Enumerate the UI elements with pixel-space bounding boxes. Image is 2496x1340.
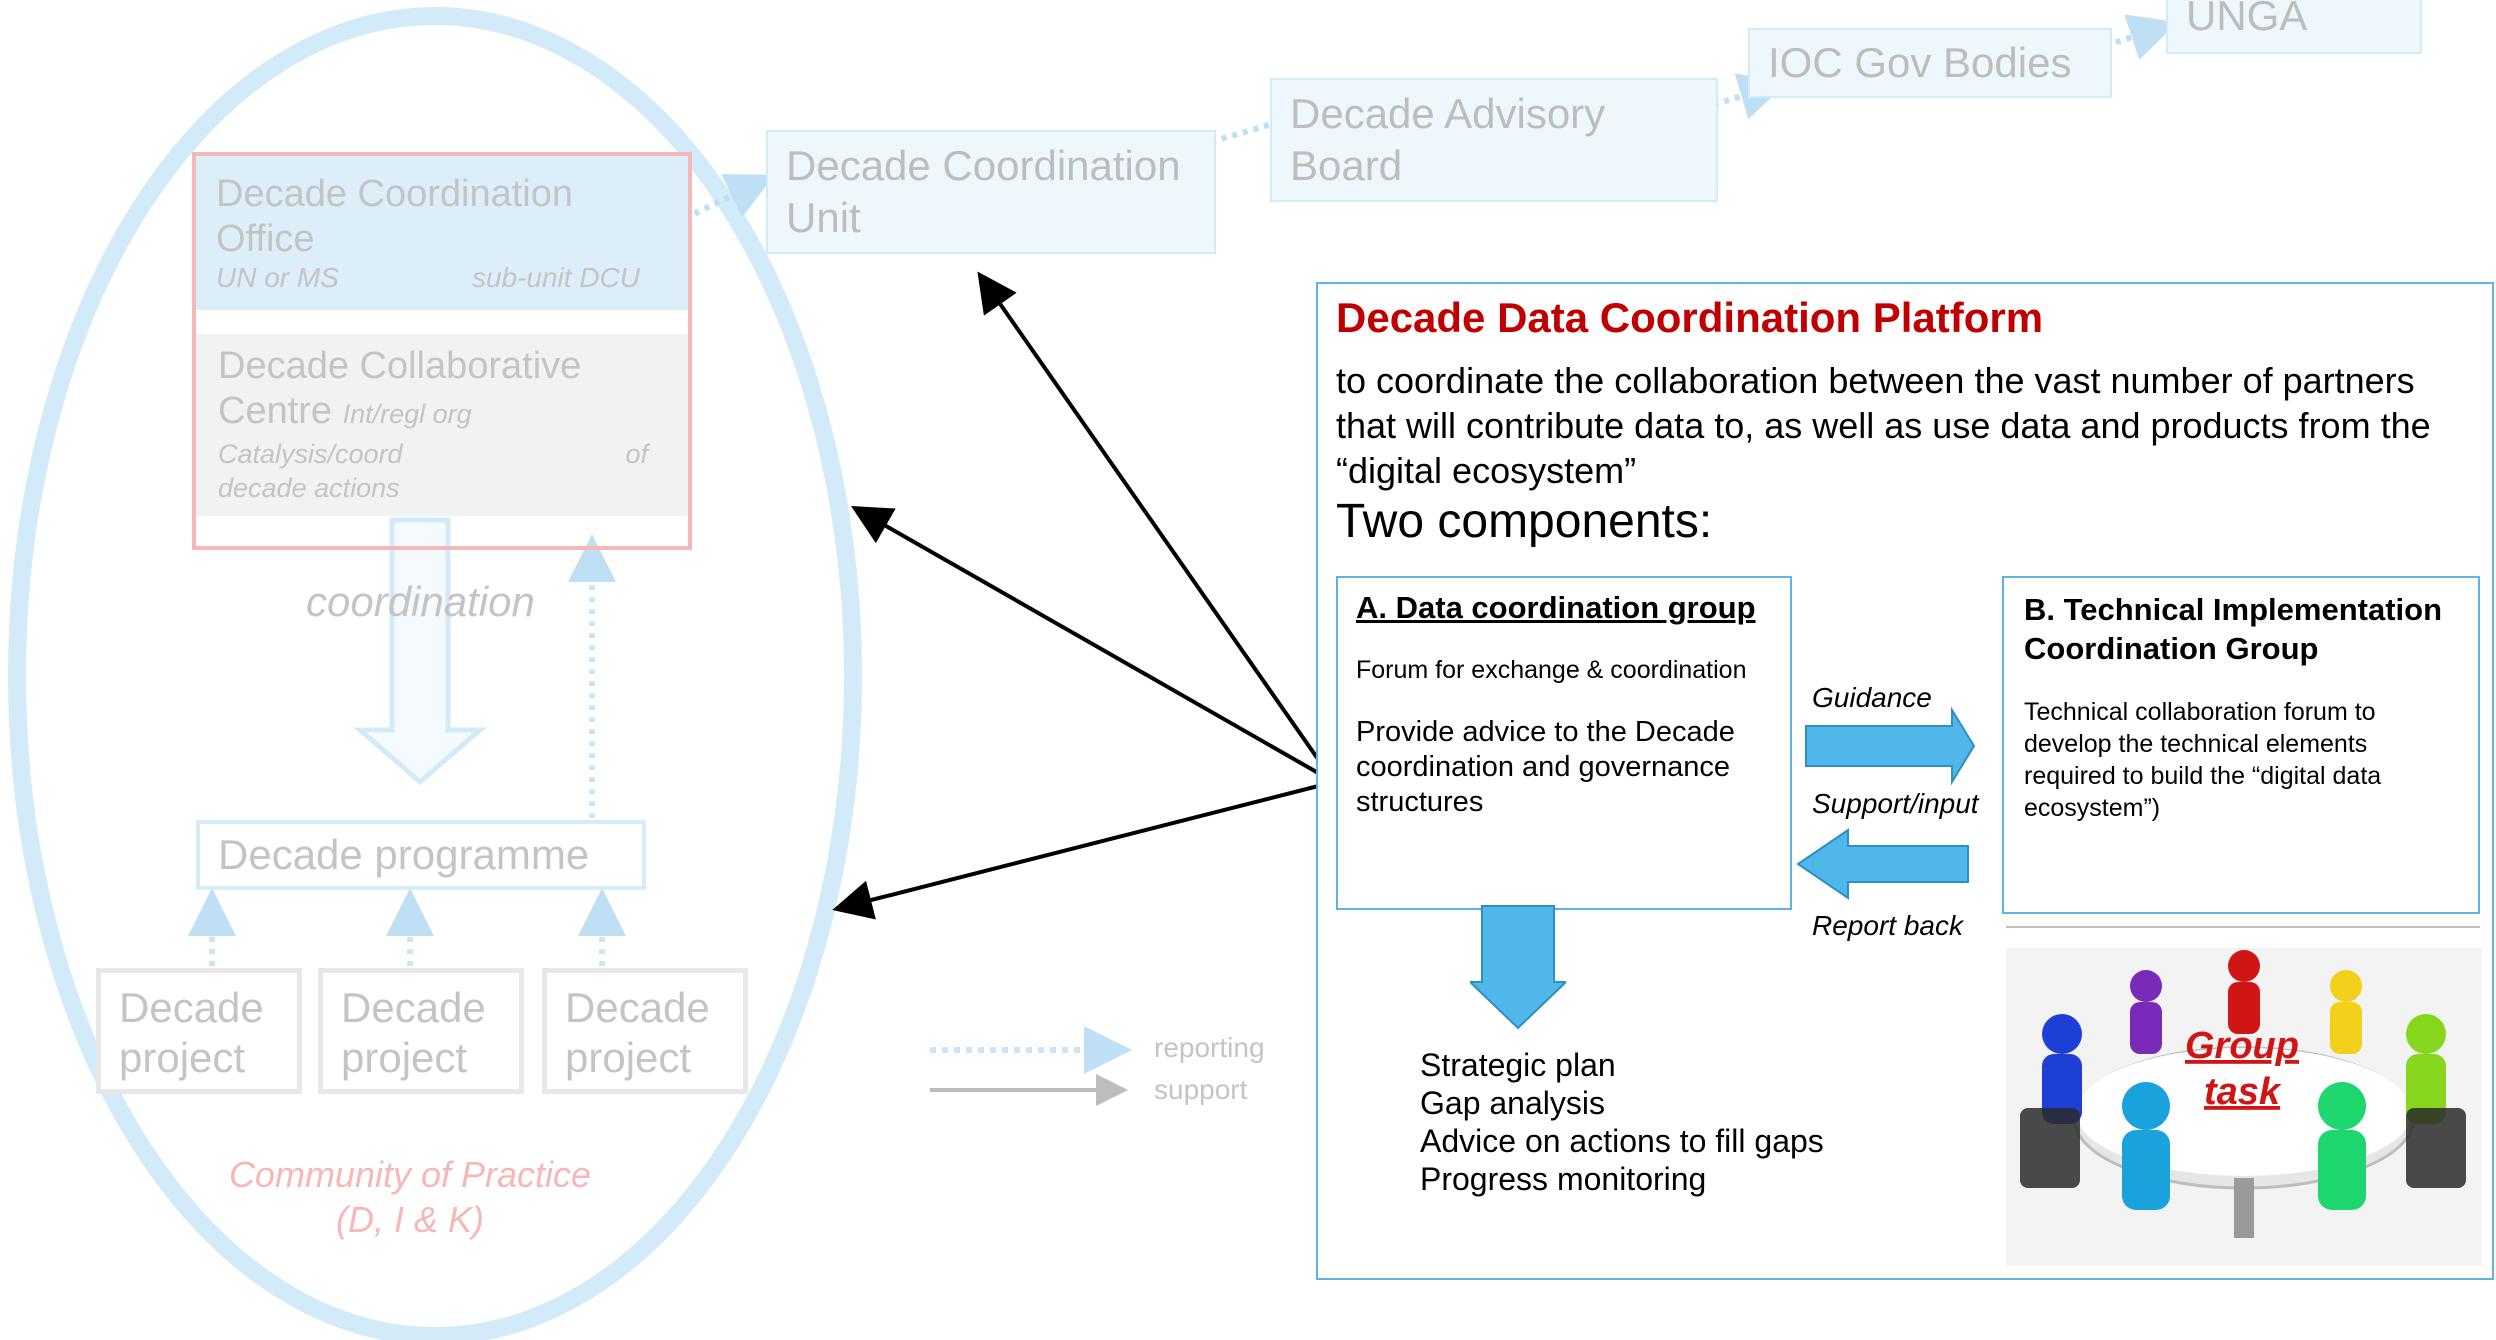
ioc-label: IOC Gov Bodies <box>1768 39 2072 86</box>
figure-cyan <box>2122 1082 2170 1210</box>
coordination-arrow <box>353 517 487 786</box>
dcc-row-right: of <box>625 439 648 469</box>
figure-green <box>2406 1014 2446 1124</box>
outputs-arrow <box>1470 905 1566 1030</box>
support-input-label: Support/input <box>1812 788 1979 819</box>
coordination-label: coordination <box>306 578 535 625</box>
box-a-advice: Provide advice to the Decade coordinatio… <box>1356 716 1735 818</box>
output-item: Strategic plan <box>1420 1047 1616 1083</box>
guidance-arrow <box>1805 706 1976 786</box>
dco-sub-right: sub-unit DCU <box>471 262 640 293</box>
community-ellipse <box>8 7 862 1340</box>
group-task-illustration: Group task <box>2006 948 2482 1266</box>
task-text: task <box>2204 1071 2282 1113</box>
group-text: Group <box>2185 1025 2299 1067</box>
decade-programme-box: Decade programme <box>196 820 646 890</box>
coordination-office-box: Decade Coordination Office UN or MS sub-… <box>196 152 690 310</box>
figure-red <box>2228 950 2260 1034</box>
output-item: Progress monitoring <box>1420 1161 1707 1197</box>
data-coordination-group-box: A. Data coordination group Forum for exc… <box>1336 576 1792 910</box>
figure-teal <box>2318 1082 2366 1210</box>
output-item: Gap analysis <box>1420 1085 1605 1121</box>
project-3-label: Decade project <box>565 984 710 1081</box>
dco-to-dcu-connector <box>663 174 775 231</box>
box-a-title: A. Data coordination group <box>1356 590 1756 625</box>
decade-project-1: Decade project <box>96 968 302 1094</box>
dcu-label: Decade Coordination Unit <box>786 142 1181 241</box>
project-1-label: Decade project <box>119 984 264 1081</box>
dcu-box: Decade Coordination Unit <box>766 130 1216 254</box>
figure-blue <box>2042 1014 2082 1124</box>
community-of-practice-label: Community of Practice (D, I & K) <box>228 1154 592 1240</box>
components-heading: Two components: <box>1336 495 1713 548</box>
guidance-label: Guidance <box>1812 682 1932 713</box>
box-b-title: B. Technical Implementation Coordination… <box>2024 592 2443 666</box>
platform-title: Decade Data Coordination Platform <box>1336 294 2044 341</box>
box-b-desc: Technical collaboration forum to develop… <box>2024 698 2382 822</box>
legend-support-label: support <box>1154 1074 1248 1105</box>
dcc-row2: decade actions <box>218 473 400 503</box>
dcc-row-left: Catalysis/coord <box>218 439 403 469</box>
box-a-forum: Forum for exchange & coordination <box>1356 656 1747 684</box>
decade-project-2: Decade project <box>318 968 524 1094</box>
arrow-to-programme <box>832 780 1335 920</box>
report-back-label: Report back <box>1812 910 1963 941</box>
down-block-arrow <box>1470 905 1566 1030</box>
separator-line <box>2006 926 2480 928</box>
figure-yellow <box>2330 970 2362 1054</box>
decade-project-3: Decade project <box>542 968 748 1094</box>
collaborative-centre-box: Decade Collaborative Centre Int/regl org… <box>196 334 690 516</box>
dcc-inline-note: Int/regl org <box>342 399 472 429</box>
dcc-title-text: Decade Collaborative Centre <box>218 345 582 432</box>
project-2-label: Decade project <box>341 984 486 1081</box>
unga-box: UNGA <box>2166 0 2422 54</box>
ioc-to-unga-connector <box>2073 14 2178 60</box>
advisory-box: Decade Advisory Board <box>1270 78 1718 202</box>
legend-reporting-label: reporting <box>1154 1032 1265 1063</box>
figure-purple <box>2130 970 2162 1054</box>
unga-label: UNGA <box>2186 0 2308 39</box>
dco-title: Decade Coordination Office <box>216 173 574 260</box>
report-back-arrow <box>1796 828 1969 900</box>
advisory-label: Decade Advisory Board <box>1290 90 1606 189</box>
output-item: Advice on actions to fill gaps <box>1420 1123 1824 1159</box>
arrow-to-dcu <box>977 271 1336 784</box>
outputs-list: Strategic plan Gap analysis Advice on ac… <box>1420 1046 1824 1198</box>
dcc-title: Decade Collaborative Centre Int/regl org <box>218 344 670 437</box>
platform-description: to coordinate the collaboration between … <box>1336 360 2431 491</box>
ioc-box: IOC Gov Bodies <box>1748 28 2112 98</box>
block-arrows <box>1796 706 1976 900</box>
coordination-frame <box>192 152 692 550</box>
arrow-to-dco <box>851 506 1335 784</box>
technical-implementation-group-box: B. Technical Implementation Coordination… <box>2002 576 2480 914</box>
dco-sub-left: UN or MS <box>216 262 339 293</box>
